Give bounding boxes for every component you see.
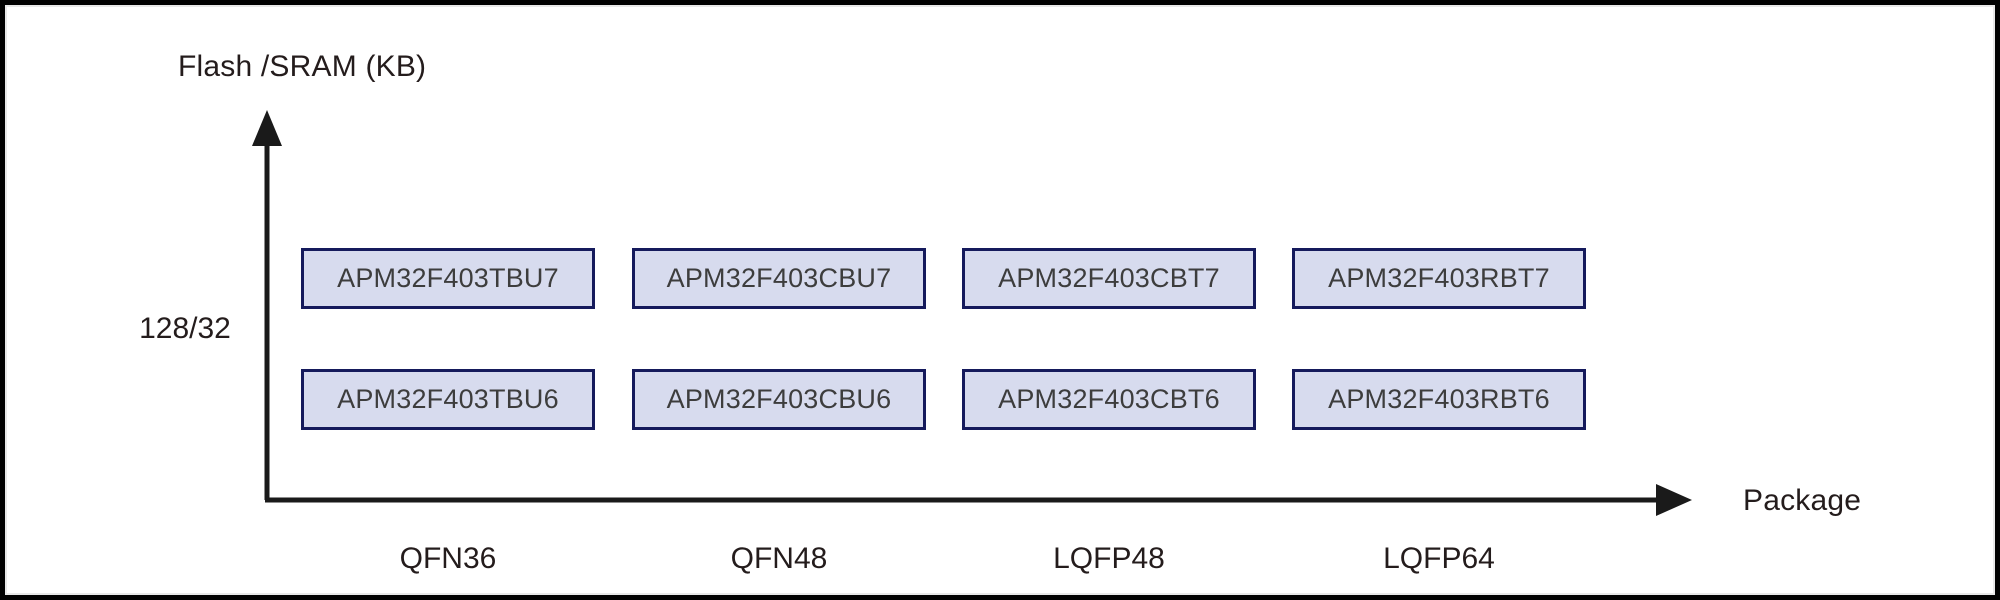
- part-box[interactable]: APM32F403TBU6: [301, 369, 595, 430]
- x-axis-tick-label-lqfp48: LQFP48: [1053, 542, 1165, 575]
- part-box[interactable]: APM32F403RBT6: [1292, 369, 1586, 430]
- y-axis-arrowhead: [252, 110, 282, 146]
- y-axis-title: Flash /SRAM (KB): [178, 50, 427, 83]
- x-axis-title: Package: [1743, 484, 1862, 517]
- y-axis-tick-label: 128/32: [139, 312, 231, 345]
- part-box[interactable]: APM32F403CBU7: [632, 248, 926, 309]
- part-box[interactable]: APM32F403CBU6: [632, 369, 926, 430]
- x-axis-tick-label-qfn36: QFN36: [399, 542, 497, 575]
- part-box[interactable]: APM32F403CBT7: [962, 248, 1256, 309]
- x-axis-arrowhead: [1656, 484, 1692, 516]
- x-axis-tick-label-qfn48: QFN48: [730, 542, 828, 575]
- part-box[interactable]: APM32F403TBU7: [301, 248, 595, 309]
- x-axis-tick-label-lqfp64: LQFP64: [1383, 542, 1495, 575]
- part-box[interactable]: APM32F403RBT7: [1292, 248, 1586, 309]
- part-box[interactable]: APM32F403CBT6: [962, 369, 1256, 430]
